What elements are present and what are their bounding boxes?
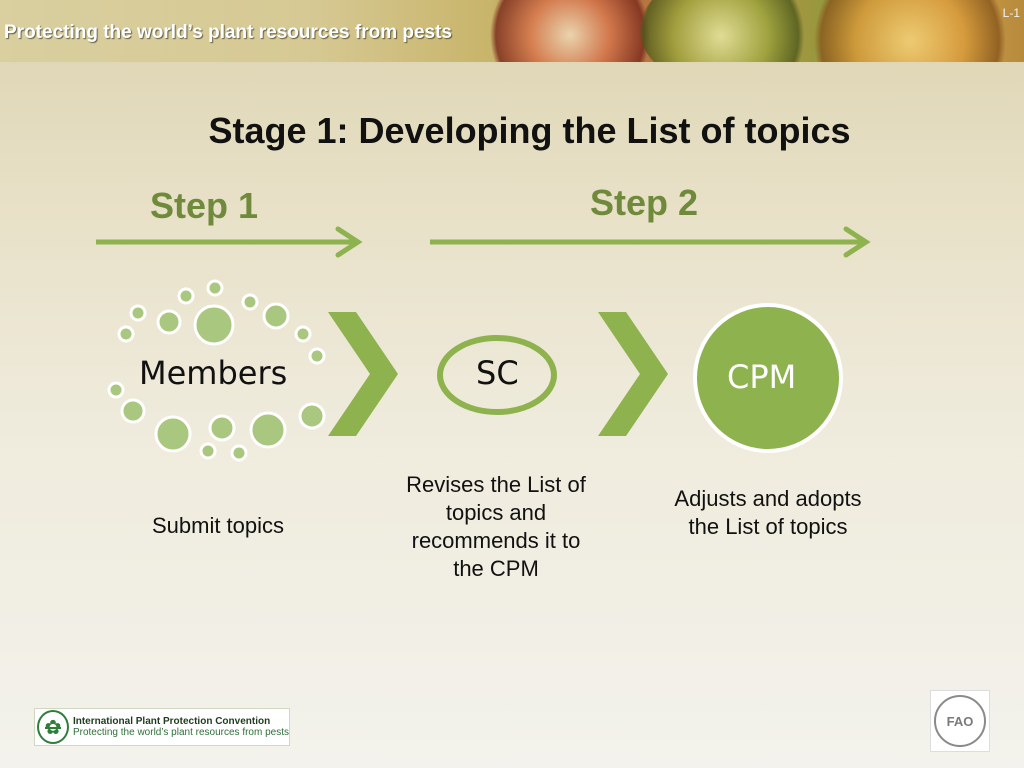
- cpm-label: CPM: [727, 358, 797, 396]
- step-1-arrow: [96, 226, 363, 258]
- header-banner: Protecting the world’s plant resources f…: [0, 0, 1024, 62]
- members-label: Members: [139, 354, 288, 392]
- ippc-logo: ✿ International Plant Protection Convent…: [34, 708, 290, 746]
- sc-description: Revises the List of topics and recommend…: [406, 472, 586, 581]
- step-2-label: Step 2: [590, 182, 699, 223]
- ippc-name: International Plant Protection Conventio…: [72, 716, 271, 727]
- members-description: Submit topics: [151, 513, 285, 538]
- sc-node: [437, 335, 557, 415]
- chevron-arrow-2: [598, 312, 668, 436]
- step-1-label: Step 1: [150, 185, 259, 226]
- chevron-arrow-1: [328, 312, 398, 436]
- fao-logo: FAO: [930, 690, 990, 752]
- step-2-arrow: [430, 226, 871, 258]
- slide-title: Stage 1: Developing the List of topics: [208, 110, 851, 151]
- header-title: Protecting the world’s plant resources f…: [4, 22, 453, 43]
- page-number: L-1: [1002, 6, 1020, 20]
- globe-icon: ✿: [37, 710, 69, 744]
- cpm-node: [693, 303, 843, 453]
- cpm-description: Adjusts and adopts the List of topics: [674, 486, 862, 539]
- ippc-tagline: Protecting the world’s plant resources f…: [72, 727, 289, 738]
- banner-flower-image: [470, 0, 670, 62]
- sc-label: SC: [476, 354, 519, 392]
- plant-icon: ✿: [44, 716, 62, 739]
- banner-plant-image: [790, 0, 1024, 62]
- members-dot-ring: [107, 279, 326, 462]
- fao-emblem-icon: FAO: [934, 695, 986, 747]
